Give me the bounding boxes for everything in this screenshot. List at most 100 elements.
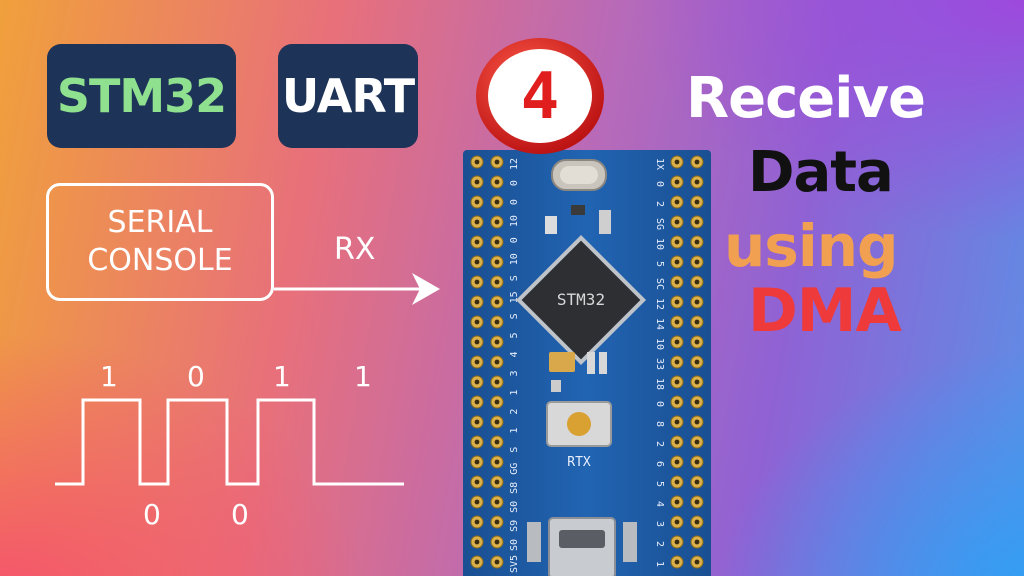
pin-label: 2 — [654, 541, 665, 547]
left-pin-header — [470, 155, 504, 569]
pin-hole — [694, 319, 700, 325]
square-wave — [55, 398, 404, 486]
button-label: RTX — [567, 455, 591, 470]
pin-label: 0 — [509, 180, 520, 186]
pin-label: 10 — [509, 253, 520, 265]
pin-hole — [474, 159, 480, 165]
pin-hole — [474, 279, 480, 285]
pin-hole — [494, 259, 500, 265]
console-line-1: SERIAL — [107, 205, 213, 240]
pin-label: SV5 — [509, 555, 520, 573]
chip-label: STM32 — [557, 290, 605, 309]
pin-label: 2 — [654, 441, 665, 447]
pin-hole — [674, 299, 680, 305]
right-pin-header — [670, 155, 704, 569]
pin-hole — [694, 419, 700, 425]
pin-hole — [474, 299, 480, 305]
pin-hole — [494, 279, 500, 285]
pin-hole — [474, 559, 480, 565]
headline-dma: DMA — [748, 276, 902, 346]
pin-label: 1X — [654, 158, 665, 170]
pin-hole — [674, 539, 680, 545]
pin-hole — [494, 179, 500, 185]
pin-hole — [674, 319, 680, 325]
pin-hole — [474, 219, 480, 225]
pin-hole — [694, 439, 700, 445]
pin-hole — [474, 379, 480, 385]
pin-label: 10 — [654, 238, 665, 250]
pin-hole — [674, 359, 680, 365]
pin-label: S9 — [509, 520, 520, 532]
bit-low-2: 0 — [231, 498, 249, 531]
bit-high-4: 1 — [354, 360, 372, 393]
pin-label: SC — [654, 278, 665, 290]
pin-hole — [494, 239, 500, 245]
pin-label: 15 — [509, 291, 520, 303]
pin-label: 5 — [654, 261, 665, 267]
pin-hole — [494, 299, 500, 305]
pin-label: 3 — [509, 371, 520, 377]
pin-hole — [674, 519, 680, 525]
pin-label: 4 — [509, 351, 520, 357]
pin-label: S — [509, 447, 520, 453]
uart-tag: UART — [278, 44, 418, 148]
pin-label: S — [509, 275, 520, 281]
headline-receive: Receive — [686, 66, 926, 131]
pin-hole — [694, 299, 700, 305]
pin-hole — [474, 319, 480, 325]
pin-hole — [674, 279, 680, 285]
pin-hole — [494, 439, 500, 445]
console-line-2: CONSOLE — [87, 243, 233, 278]
pin-hole — [494, 219, 500, 225]
pin-label: 8 — [654, 421, 665, 427]
pin-hole — [474, 539, 480, 545]
pin-label: 1 — [509, 428, 520, 434]
pin-label: 5 — [654, 481, 665, 487]
pin-hole — [474, 259, 480, 265]
pin-hole — [674, 219, 680, 225]
button-cap — [567, 412, 591, 436]
pin-label: 12 — [509, 158, 520, 170]
pin-hole — [474, 499, 480, 505]
pin-label: S8 — [509, 482, 520, 494]
pin-label: 4 — [654, 501, 665, 507]
pin-hole — [494, 559, 500, 565]
pin-hole — [494, 379, 500, 385]
pin-hole — [694, 459, 700, 465]
pin-hole — [674, 499, 680, 505]
pin-label: S0 — [509, 501, 520, 513]
pin-hole — [694, 379, 700, 385]
pin-hole — [474, 239, 480, 245]
pin-label: 0 — [509, 199, 520, 205]
pin-label: 3 — [654, 521, 665, 527]
pin-label: 1 — [654, 561, 665, 567]
pin-hole — [494, 459, 500, 465]
pin-hole — [674, 179, 680, 185]
pin-hole — [674, 239, 680, 245]
pin-hole — [474, 419, 480, 425]
pin-hole — [694, 179, 700, 185]
pin-hole — [494, 199, 500, 205]
bit-high-1: 1 — [100, 360, 118, 393]
pin-hole — [494, 519, 500, 525]
pin-label: 2 — [654, 201, 665, 207]
pin-hole — [474, 179, 480, 185]
pin-hole — [694, 259, 700, 265]
pin-hole — [674, 199, 680, 205]
pin-hole — [494, 339, 500, 345]
bit-high-2: 0 — [187, 360, 205, 393]
pin-label: 10 — [654, 338, 665, 350]
pin-hole — [674, 159, 680, 165]
pin-label: 0 — [654, 401, 665, 407]
pin-hole — [474, 399, 480, 405]
pin-hole — [694, 499, 700, 505]
pin-label: 14 — [654, 318, 665, 330]
pin-hole — [494, 359, 500, 365]
stm32-tag: STM32 — [47, 44, 236, 148]
pin-hole — [674, 399, 680, 405]
pin-hole — [494, 479, 500, 485]
pin-label: 18 — [654, 378, 665, 390]
